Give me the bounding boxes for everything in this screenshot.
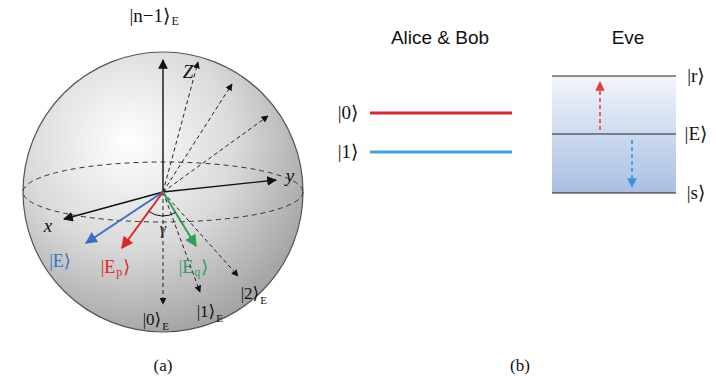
energy-band <box>552 76 676 193</box>
ket-label: |0⟩ <box>143 311 162 330</box>
basis-vector <box>163 62 198 192</box>
panel-label: (b) <box>510 357 530 376</box>
sphere <box>23 52 303 332</box>
column-heading: Eve <box>612 28 645 49</box>
ket-label: |1⟩ <box>197 303 216 322</box>
level-label: |0⟩ <box>338 103 359 124</box>
state-vector <box>163 192 196 246</box>
z-axis <box>162 60 163 192</box>
x-axis <box>64 192 163 219</box>
level-label: |s⟩ <box>687 183 706 204</box>
ket-label: ⟩ <box>123 258 130 278</box>
transition-arrow <box>631 140 633 187</box>
subscript: E <box>216 312 223 324</box>
ket-label: |n−1⟩ <box>130 6 171 27</box>
basis-vector <box>163 84 232 192</box>
ket-label: |E <box>179 258 194 278</box>
ket-label: |E <box>101 258 116 278</box>
angle-label: γ <box>160 220 166 238</box>
ket-label: |E⟩ <box>49 252 71 272</box>
angle-arc <box>149 211 176 216</box>
basis-vector <box>163 116 268 192</box>
axis-label: y <box>286 166 294 187</box>
column-heading: Alice & Bob <box>391 28 489 49</box>
y-axis <box>163 180 276 192</box>
energy-level <box>552 75 676 76</box>
energy-level <box>552 192 676 193</box>
level-label: |r⟩ <box>687 66 705 87</box>
ket-label: ⟩ <box>201 258 208 278</box>
ket-label: |2⟩ <box>241 285 260 304</box>
state-vector <box>86 192 163 243</box>
state-vector <box>122 192 163 248</box>
subscript: p <box>116 266 122 279</box>
axis-label: x <box>44 216 52 237</box>
energy-level <box>370 151 512 154</box>
transition-arrow <box>599 82 601 130</box>
energy-level <box>552 133 676 134</box>
basis-vector <box>163 192 238 276</box>
level-label: |E⟩ <box>685 124 708 145</box>
basis-vector <box>163 192 164 304</box>
axis-label: Z <box>183 62 194 83</box>
subscript: E <box>171 15 178 28</box>
panel-label: (a) <box>154 357 173 376</box>
basis-vector <box>163 192 200 292</box>
level-label: |1⟩ <box>338 142 359 163</box>
subscript: E <box>162 320 169 332</box>
subscript: q <box>194 266 200 279</box>
subscript: E <box>260 294 267 306</box>
energy-level <box>370 112 512 115</box>
